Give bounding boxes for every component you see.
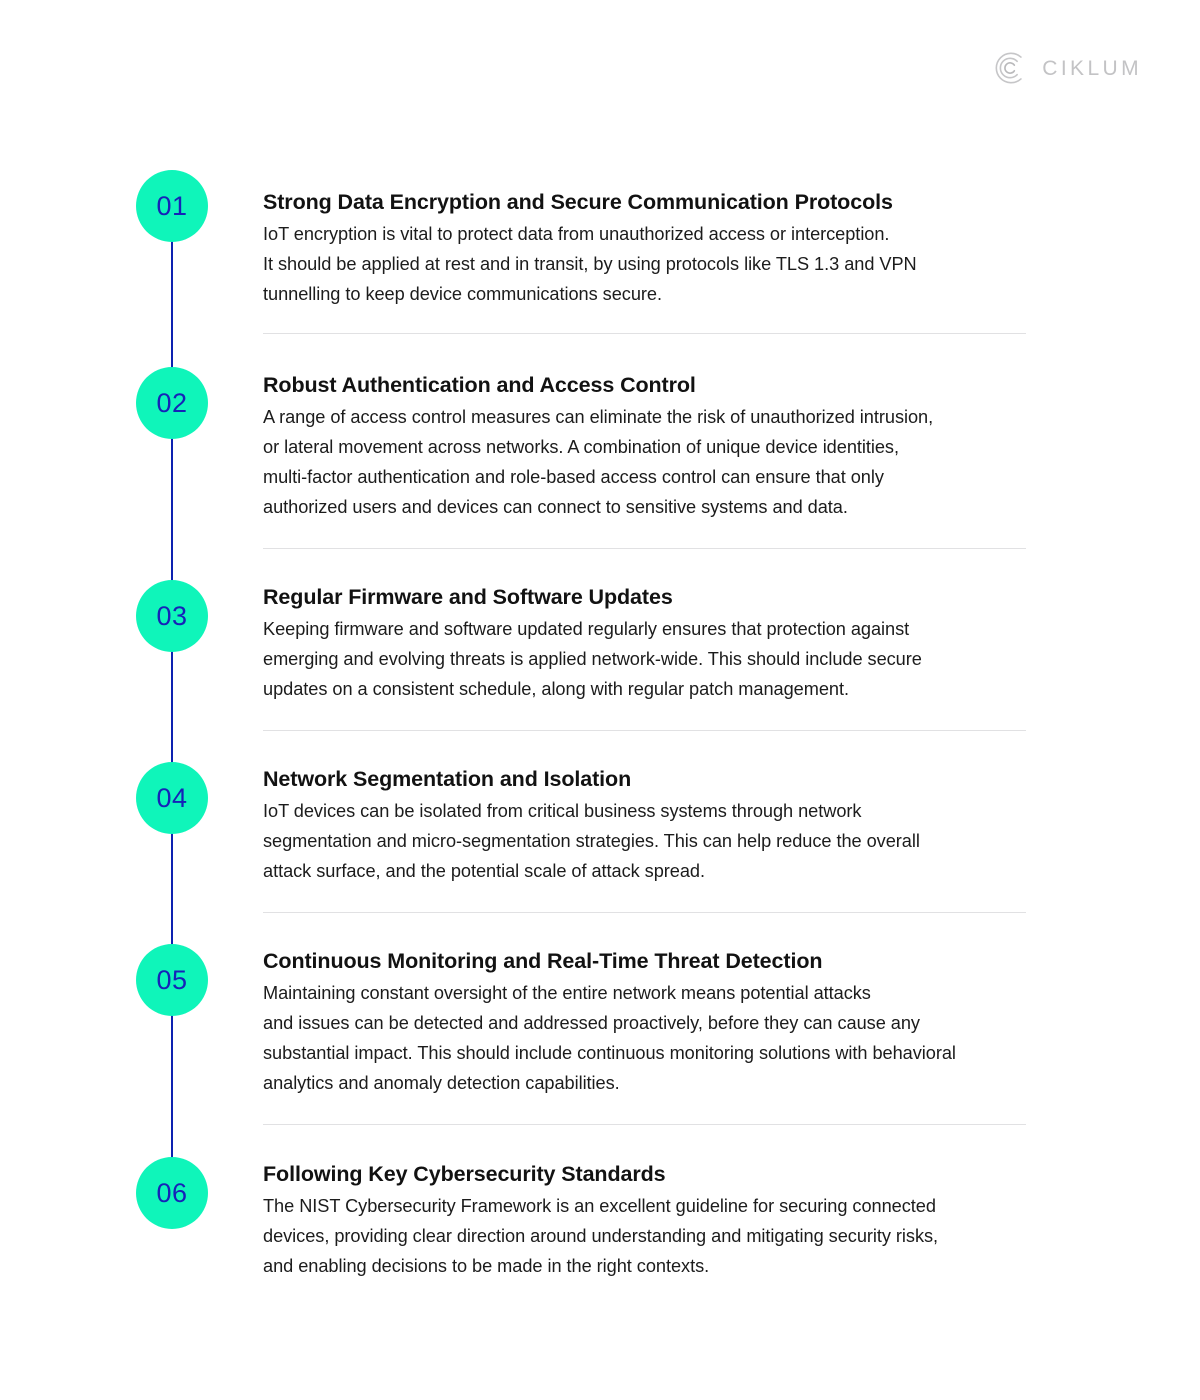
body-line: Keeping firmware and software updated re…: [263, 618, 910, 639]
timeline-item-title: Robust Authentication and Access Control: [263, 373, 696, 397]
brand-logo: CIKLUM: [991, 48, 1142, 88]
timeline-marker-06[interactable]: 06: [136, 1157, 208, 1229]
timeline-item-title: Regular Firmware and Software Updates: [263, 585, 673, 609]
body-line: Maintaining constant oversight of the en…: [263, 982, 871, 1003]
body-line: and enabling decisions to be made in the…: [263, 1256, 710, 1277]
timeline-item-body: Maintaining constant oversight of the en…: [263, 978, 1068, 1099]
timeline-content: Robust Authentication and Access Control…: [263, 371, 1068, 523]
section-divider: [263, 730, 1026, 731]
section-divider: [263, 1124, 1026, 1125]
body-line: substantial impact. This should include …: [263, 1043, 956, 1064]
timeline-marker-number: 05: [156, 964, 188, 995]
timeline-item-body: Keeping firmware and software updated re…: [263, 614, 1068, 705]
section-divider: [263, 912, 1026, 913]
body-line: The NIST Cybersecurity Framework is an e…: [263, 1195, 936, 1216]
body-line: analytics and anomaly detection capabili…: [263, 1073, 620, 1094]
body-line: It should be applied at rest and in tran…: [263, 254, 917, 274]
brand-wordmark: CIKLUM: [1042, 56, 1142, 80]
timeline-marker-number: 02: [156, 387, 188, 418]
timeline-connector-line: [171, 206, 173, 1193]
timeline-item-title: Following Key Cybersecurity Standards: [263, 1162, 666, 1186]
timeline-content: Strong Data Encryption and Secure Commun…: [263, 188, 1068, 309]
section-divider: [263, 548, 1026, 549]
body-line: attack surface, and the potential scale …: [263, 861, 705, 882]
body-line: A range of access control measures can e…: [263, 406, 934, 427]
timeline-item-title: Strong Data Encryption and Secure Commun…: [263, 190, 893, 214]
section-divider: [263, 333, 1026, 334]
timeline-marker-01[interactable]: 01: [136, 170, 208, 242]
timeline-marker-04[interactable]: 04: [136, 762, 208, 834]
timeline-marker-number: 03: [156, 600, 188, 631]
body-line: devices, providing clear direction aroun…: [263, 1226, 939, 1246]
timeline-item-title: Network Segmentation and Isolation: [263, 767, 632, 791]
timeline-content: Regular Firmware and Software Updates Ke…: [263, 583, 1068, 704]
body-line: authorized users and devices can connect…: [263, 497, 848, 518]
body-line: IoT devices can be isolated from critica…: [263, 800, 862, 821]
timeline-content: Continuous Monitoring and Real-Time Thre…: [263, 947, 1068, 1099]
body-line: and issues can be detected and addressed…: [263, 1013, 920, 1033]
timeline-item-body: A range of access control measures can e…: [263, 402, 1068, 523]
timeline-item-title: Continuous Monitoring and Real-Time Thre…: [263, 949, 823, 973]
timeline-content: Following Key Cybersecurity Standards Th…: [263, 1160, 1068, 1281]
body-line: or lateral movement across networks. A c…: [263, 437, 899, 457]
timeline-marker-number: 04: [156, 782, 188, 813]
ciklum-logo-icon: [995, 52, 1022, 84]
timeline-content: Network Segmentation and Isolation IoT d…: [263, 765, 1068, 886]
body-line: IoT encryption is vital to protect data …: [263, 223, 890, 244]
body-line: multi-factor authentication and role-bas…: [263, 467, 884, 488]
timeline-marker-number: 06: [156, 1177, 188, 1208]
timeline-item-body: IoT encryption is vital to protect data …: [263, 219, 1068, 310]
body-line: tunnelling to keep device communications…: [263, 284, 662, 305]
timeline-marker-05[interactable]: 05: [136, 944, 208, 1016]
timeline-item-body: IoT devices can be isolated from critica…: [263, 796, 1068, 887]
timeline-marker-03[interactable]: 03: [136, 580, 208, 652]
body-line: updates on a consistent schedule, along …: [263, 679, 849, 700]
body-line: emerging and evolving threats is applied…: [263, 649, 922, 669]
timeline-marker-02[interactable]: 02: [136, 367, 208, 439]
timeline-item-body: The NIST Cybersecurity Framework is an e…: [263, 1191, 1068, 1282]
body-line: segmentation and micro-segmentation stra…: [263, 831, 920, 851]
timeline-marker-number: 01: [156, 190, 188, 221]
